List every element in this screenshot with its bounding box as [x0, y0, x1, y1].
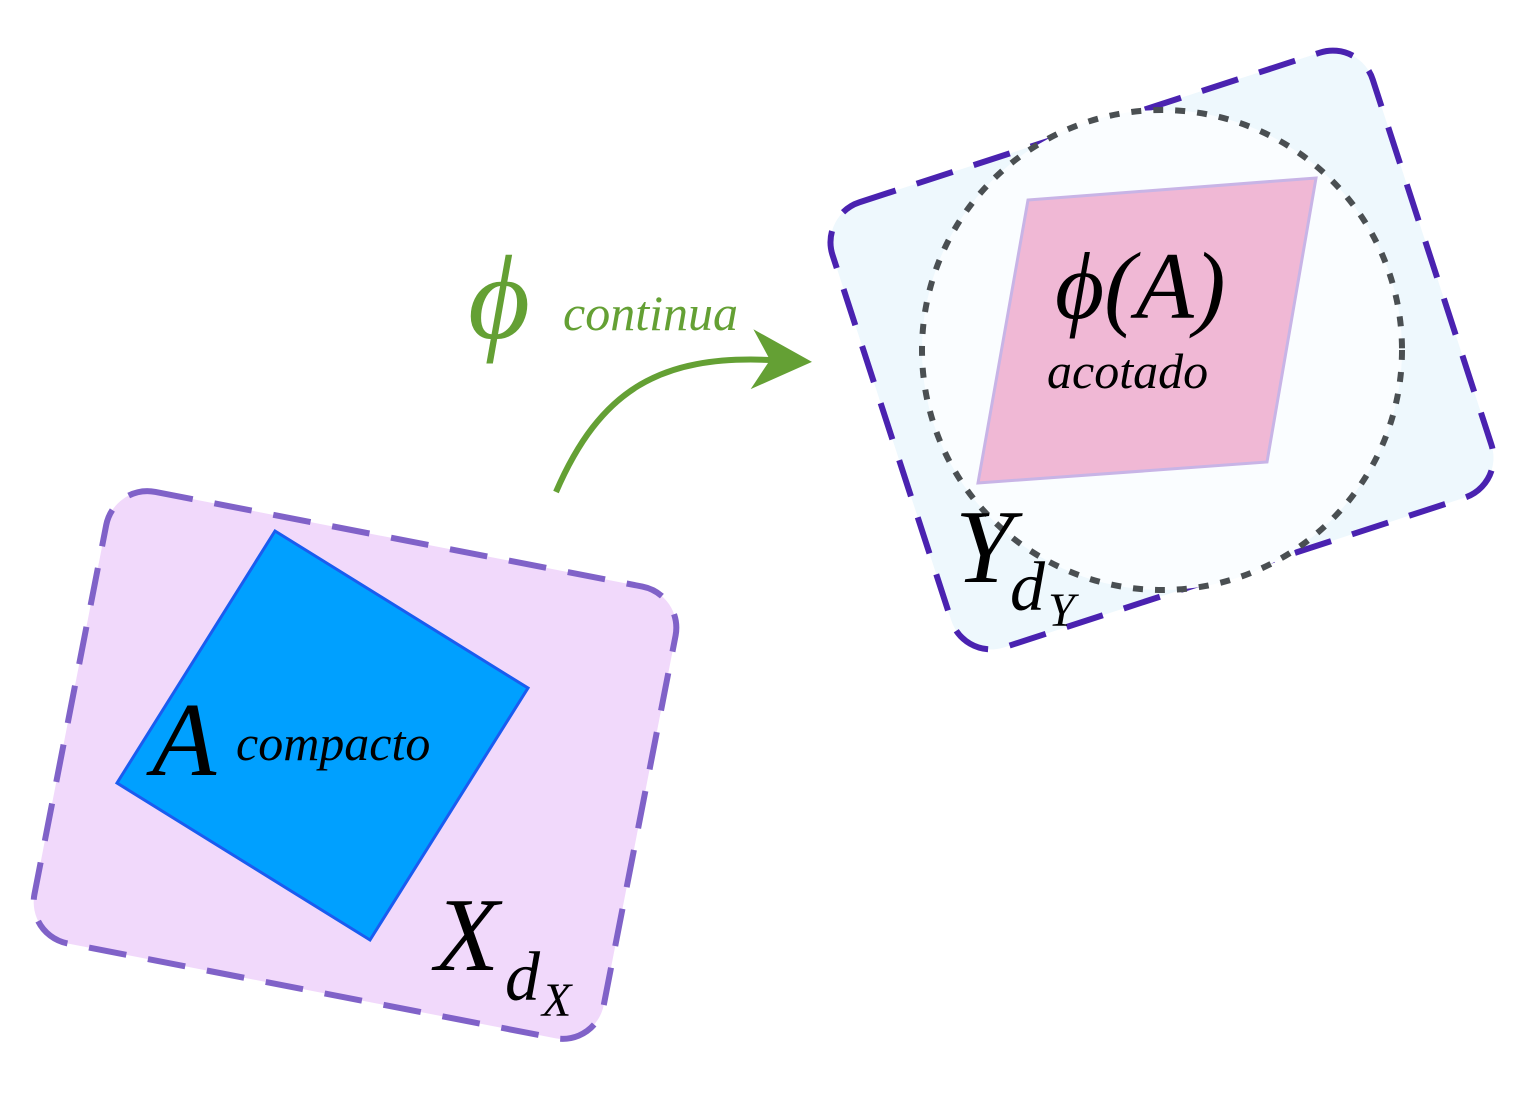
- space-x-symbol: X: [431, 876, 503, 993]
- map-arrow: [553, 329, 812, 494]
- space-x-subsubscript: X: [540, 974, 573, 1027]
- space-y-subscript: d: [1010, 549, 1046, 626]
- compact-set-a: [114, 528, 531, 943]
- map-label: continua: [563, 285, 738, 341]
- image-symbol: ϕ(A): [1055, 233, 1225, 339]
- image-set-phi-a: [976, 176, 1318, 485]
- map-symbol: ϕ: [468, 231, 530, 364]
- set-a-symbol: A: [146, 681, 217, 798]
- set-a-label: compacto: [236, 715, 430, 771]
- space-x-subscript: d: [505, 939, 541, 1016]
- space-y-subsubscript: Y: [1048, 584, 1079, 637]
- image-label: acotado: [1047, 343, 1208, 399]
- space-y-symbol: Y: [955, 488, 1023, 605]
